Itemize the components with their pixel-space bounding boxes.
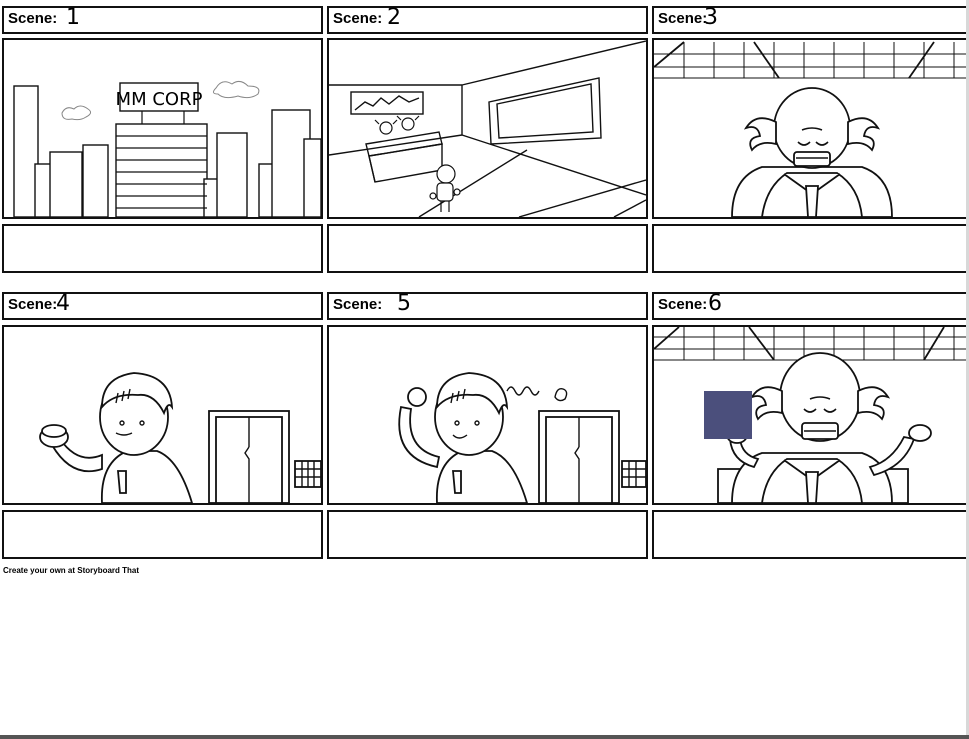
scene-2-caption-box[interactable]	[327, 224, 648, 273]
right-edge-divider	[966, 0, 969, 739]
scene-5-panel[interactable]	[327, 325, 648, 505]
scene-6-caption-box[interactable]	[652, 510, 969, 559]
storyboard-that-credit[interactable]: Create your own at Storyboard That	[3, 566, 140, 575]
scene-label: Scene:	[333, 296, 383, 313]
boss-at-desk-illustration	[654, 41, 967, 217]
city-skyline-illustration: MM CORP	[13, 80, 321, 217]
boss-shrugging-illustration	[654, 327, 967, 503]
scene-number: 3	[704, 5, 718, 30]
blue-square-overlay	[704, 391, 752, 439]
scene-label: Scene:	[8, 296, 58, 313]
scene-6-panel[interactable]	[652, 325, 969, 505]
scene-6-header: Scene: 6	[652, 291, 969, 320]
scene-5-header: Scene: 5	[327, 291, 648, 320]
scene-4-header: Scene: 4	[2, 291, 323, 320]
scene-number: 5	[397, 291, 411, 316]
scene-label: Scene:	[658, 10, 708, 27]
scene-5-caption-box[interactable]	[327, 510, 648, 559]
scene-1-caption-box[interactable]	[2, 224, 323, 273]
mm-corp-sign-text: MM CORP	[116, 89, 203, 110]
man-waving-illustration	[398, 372, 646, 503]
scene-label: Scene:	[8, 10, 58, 27]
scene-3-caption-box[interactable]	[652, 224, 969, 273]
scene-2-header: Scene: 2	[327, 5, 648, 34]
scene-4-panel[interactable]	[2, 325, 323, 505]
scene-2-panel[interactable]	[327, 38, 648, 219]
bottom-edge-bar	[0, 735, 969, 739]
scene-3-panel[interactable]	[652, 38, 969, 219]
scene-1-header: Scene: 1	[2, 5, 323, 34]
scene-label: Scene:	[333, 10, 383, 27]
scene-label: Scene:	[658, 296, 708, 313]
scene-1-panel[interactable]: MM CORP	[2, 38, 323, 219]
scene-3-header: Scene: 3	[652, 5, 969, 34]
man-with-burger-illustration	[39, 372, 321, 503]
scene-4-caption-box[interactable]	[2, 510, 323, 559]
office-lobby-illustration	[329, 40, 646, 217]
scene-number: 4	[56, 291, 70, 316]
scene-number: 6	[708, 291, 722, 316]
scene-number: 2	[387, 5, 401, 30]
scene-number: 1	[66, 5, 80, 30]
